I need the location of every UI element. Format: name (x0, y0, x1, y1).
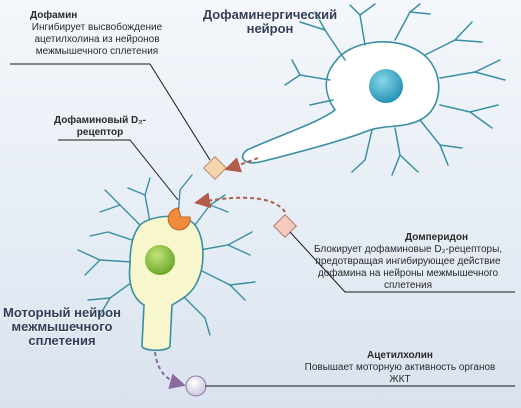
motor-neuron-title: Моторный нейрон межмышечного сплетения (3, 305, 121, 348)
motor-nucleus (145, 245, 175, 275)
receptor-label: Дофаминовый D₂-рецептор (50, 115, 150, 139)
d2-receptor-icon (167, 207, 191, 231)
acetylcholine-molecule-icon (185, 375, 207, 397)
dopamine-title: Дофамин (30, 10, 78, 21)
domperidone-text: Блокирует дофаминовые D₂-рецепторы, пред… (313, 244, 503, 291)
leader-lines (10, 63, 515, 387)
domperidone-label: Домперидон Блокирует дофаминовые D₂-реце… (300, 232, 516, 292)
domperidone-title: Домперидон (405, 232, 468, 243)
dopamine-label: Дофамин Ингибирует высвобождение ацетилх… (12, 10, 182, 58)
acetylcholine-text: Повышает моторную активность органов ЖКТ (304, 362, 496, 385)
acetylcholine-release-arrow (154, 351, 186, 390)
dopamine-molecule-icon (202, 155, 228, 181)
acetylcholine-label: Ацетилхолин Повышает моторную активность… (300, 350, 500, 386)
dopamine-release-arrow (224, 157, 259, 173)
acetylcholine-title: Ацетилхолин (367, 350, 433, 361)
motor-neuron-body (128, 215, 204, 352)
motor-neuron (77, 174, 256, 336)
receptor-title: Дофаминовый D₂-рецептор (54, 115, 146, 138)
dopamine-text: Ингибирует высвобождение ацетилхолина из… (31, 22, 163, 57)
dopaminergic-nucleus (369, 69, 403, 103)
domperidone-arrow-1 (194, 192, 286, 213)
dopaminergic-neuron-title: Дофаминергический нейрон (202, 7, 338, 36)
domperidone-molecule-icon (272, 213, 298, 239)
dopaminergic-neuron-body (241, 41, 440, 164)
